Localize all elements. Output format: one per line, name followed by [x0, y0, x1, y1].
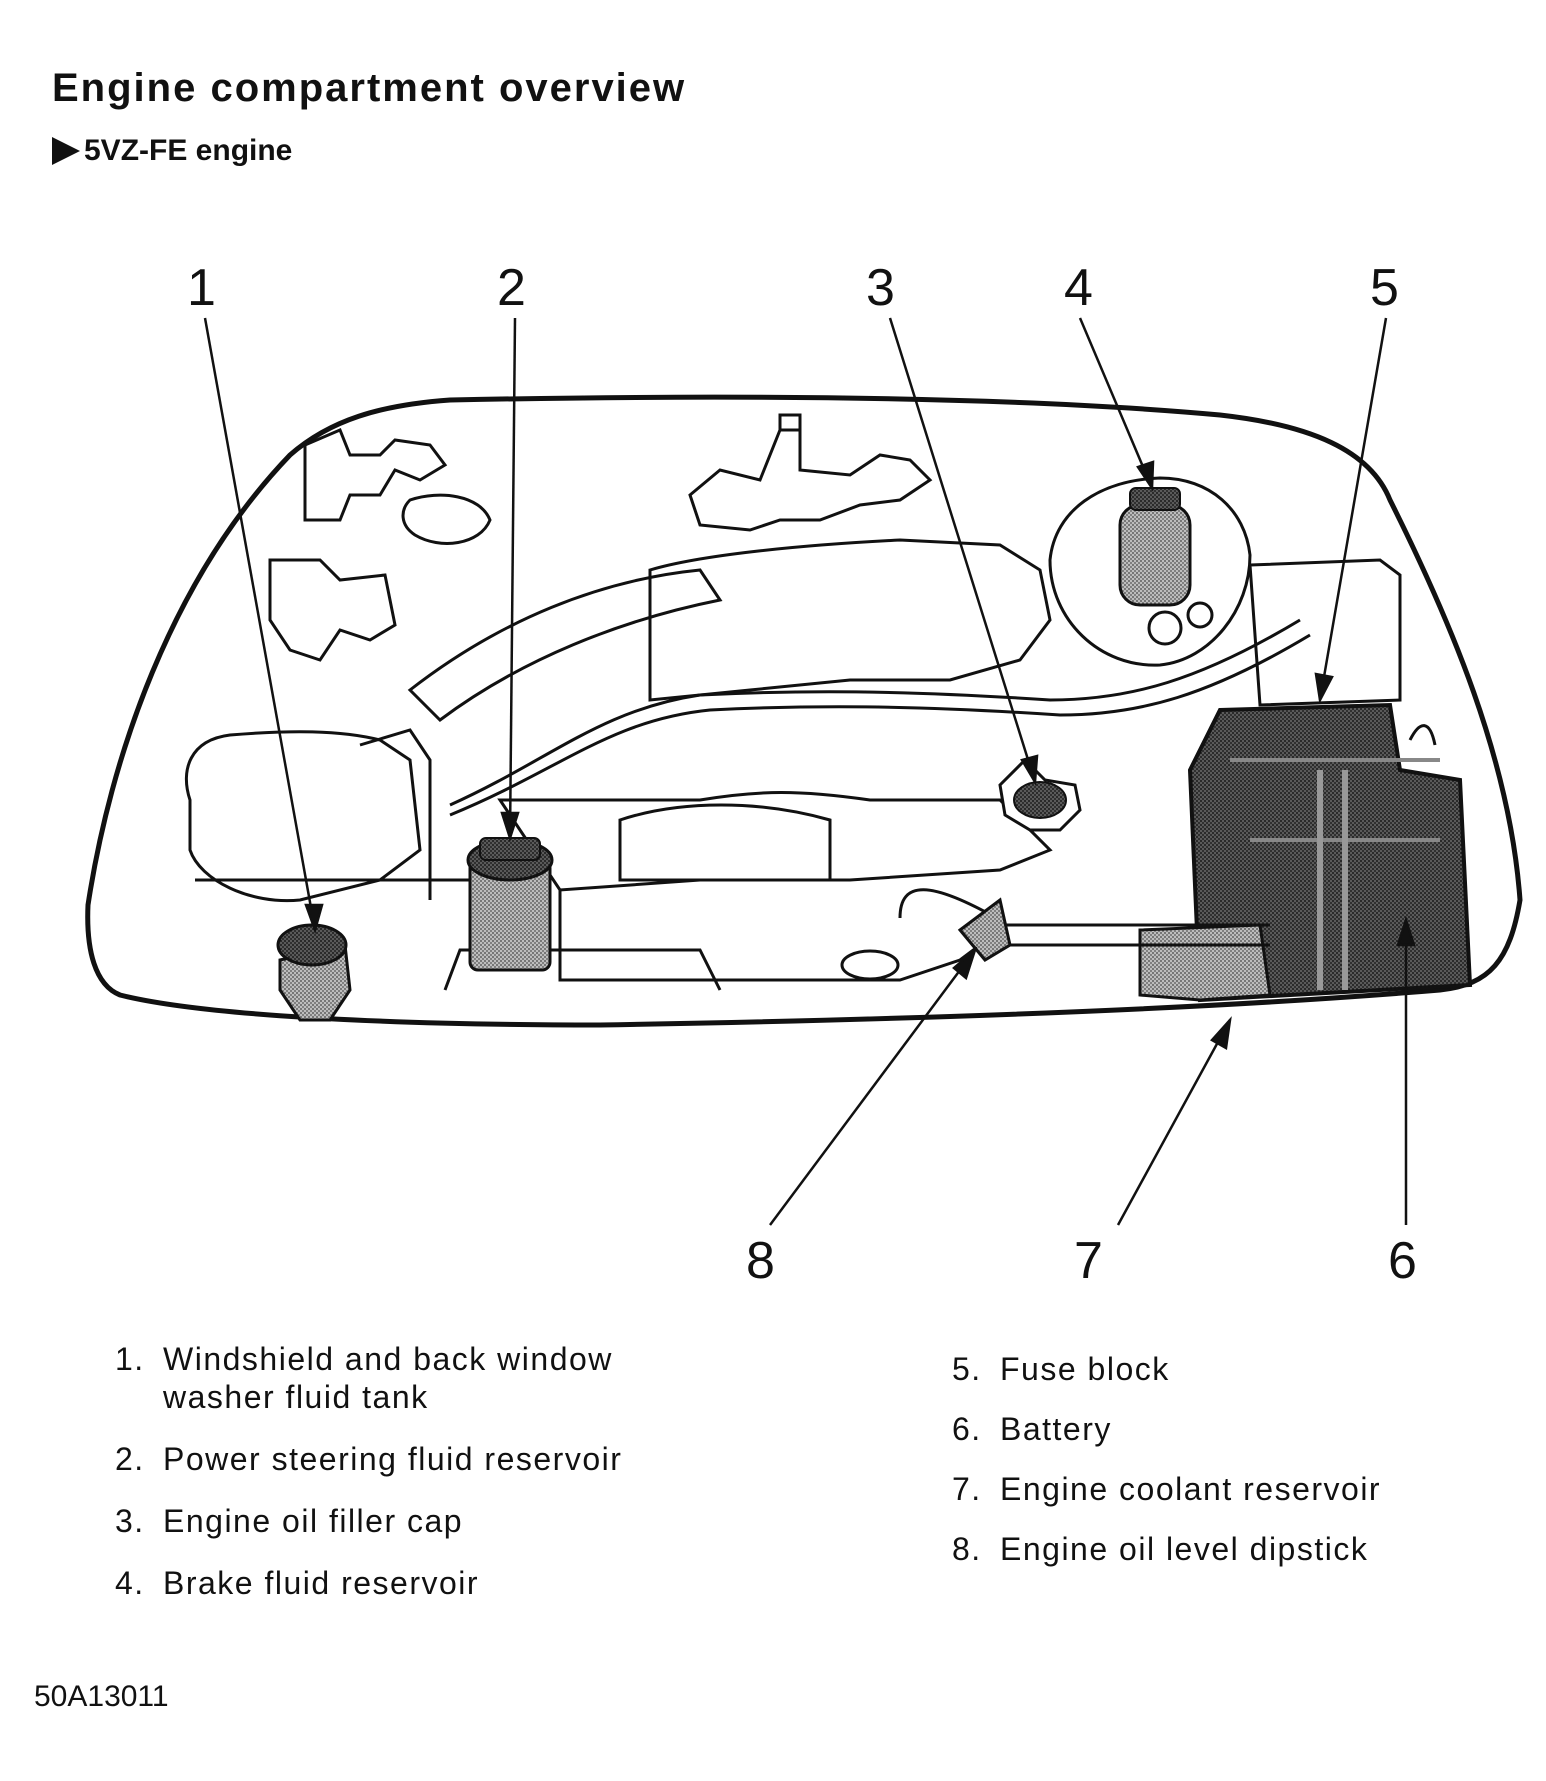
legend-num: 5. [952, 1351, 982, 1387]
legend-item: 5. Fuse block [952, 1350, 1512, 1388]
engine-subtitle: 5VZ-FE engine [52, 134, 292, 168]
legend-text: Brake fluid reservoir [163, 1565, 480, 1601]
power-steering-reservoir [466, 837, 554, 972]
callout-1: 1 [187, 259, 216, 317]
page-title: Engine compartment overview [52, 66, 687, 110]
legend-item: 6. Battery [952, 1410, 1512, 1448]
legend-item: 4. Brake fluid reservoir [115, 1564, 735, 1602]
brake-fluid-reservoir-shape [1118, 503, 1192, 607]
leader-line-7 [1116, 1019, 1232, 1226]
legend-num: 4. [115, 1565, 145, 1601]
callout-3: 3 [866, 259, 895, 317]
legend-text: Engine oil level dipstick [1000, 1531, 1369, 1567]
legend-num: 7. [952, 1471, 982, 1507]
leader-line-5 [1318, 317, 1388, 701]
engine-coolant-reservoir [1000, 923, 1272, 1002]
legend-text: Engine coolant reservoir [1000, 1471, 1382, 1507]
figure-code: 50A13011 [34, 1680, 169, 1713]
pipes [449, 618, 1311, 817]
callout-8: 8 [746, 1232, 775, 1290]
legend-text: Engine oil filler cap [163, 1503, 464, 1539]
legend-num: 8. [952, 1531, 982, 1567]
callout-5: 5 [1370, 259, 1399, 317]
engine-oil-filler-cap [998, 757, 1082, 832]
legend-num: 6. [952, 1411, 982, 1447]
engine-subtitle-text: 5VZ-FE engine [84, 134, 293, 167]
legend-right: 5. Fuse block 6. Battery 7. Engine coola… [952, 1350, 1512, 1590]
left-components [184, 428, 492, 903]
leader-line-4 [1078, 317, 1154, 489]
leader-line-2 [508, 317, 517, 839]
leader-lines [203, 317, 1416, 1226]
legend-left: 1. Windshield and back window washer flu… [115, 1340, 735, 1626]
legend-text: Fuse block [1000, 1351, 1170, 1387]
legend-item: 3. Engine oil filler cap [115, 1502, 735, 1540]
legend-num: 3. [115, 1503, 145, 1539]
legend-num: 1. [115, 1341, 145, 1377]
triangle-bullet-icon [52, 137, 80, 165]
legend-item: 1. Windshield and back window washer flu… [115, 1340, 735, 1416]
leader-line-3 [888, 317, 1037, 783]
leader-line-8 [768, 949, 977, 1226]
legend-text: Power steering fluid reservoir [163, 1441, 623, 1477]
leader-line-1 [203, 317, 317, 931]
legend-text: Battery [1000, 1411, 1112, 1447]
washer-fluid-tank [276, 923, 352, 1022]
callout-4: 4 [1064, 259, 1093, 317]
legend-item: 8. Engine oil level dipstick [952, 1530, 1512, 1568]
legend-text: Windshield and back window washer fluid … [163, 1341, 613, 1415]
engine-oil-dipstick [840, 888, 1012, 981]
engine-bay-outline [85, 394, 1523, 1028]
callout-6: 6 [1388, 1232, 1417, 1290]
legend-num: 2. [115, 1441, 145, 1477]
legend-item: 2. Power steering fluid reservoir [115, 1440, 735, 1478]
callout-7: 7 [1074, 1232, 1103, 1290]
brake-booster [1048, 476, 1252, 667]
fuse-block [1248, 558, 1402, 707]
legend-item: 7. Engine coolant reservoir [952, 1470, 1512, 1508]
callout-2: 2 [497, 259, 526, 317]
